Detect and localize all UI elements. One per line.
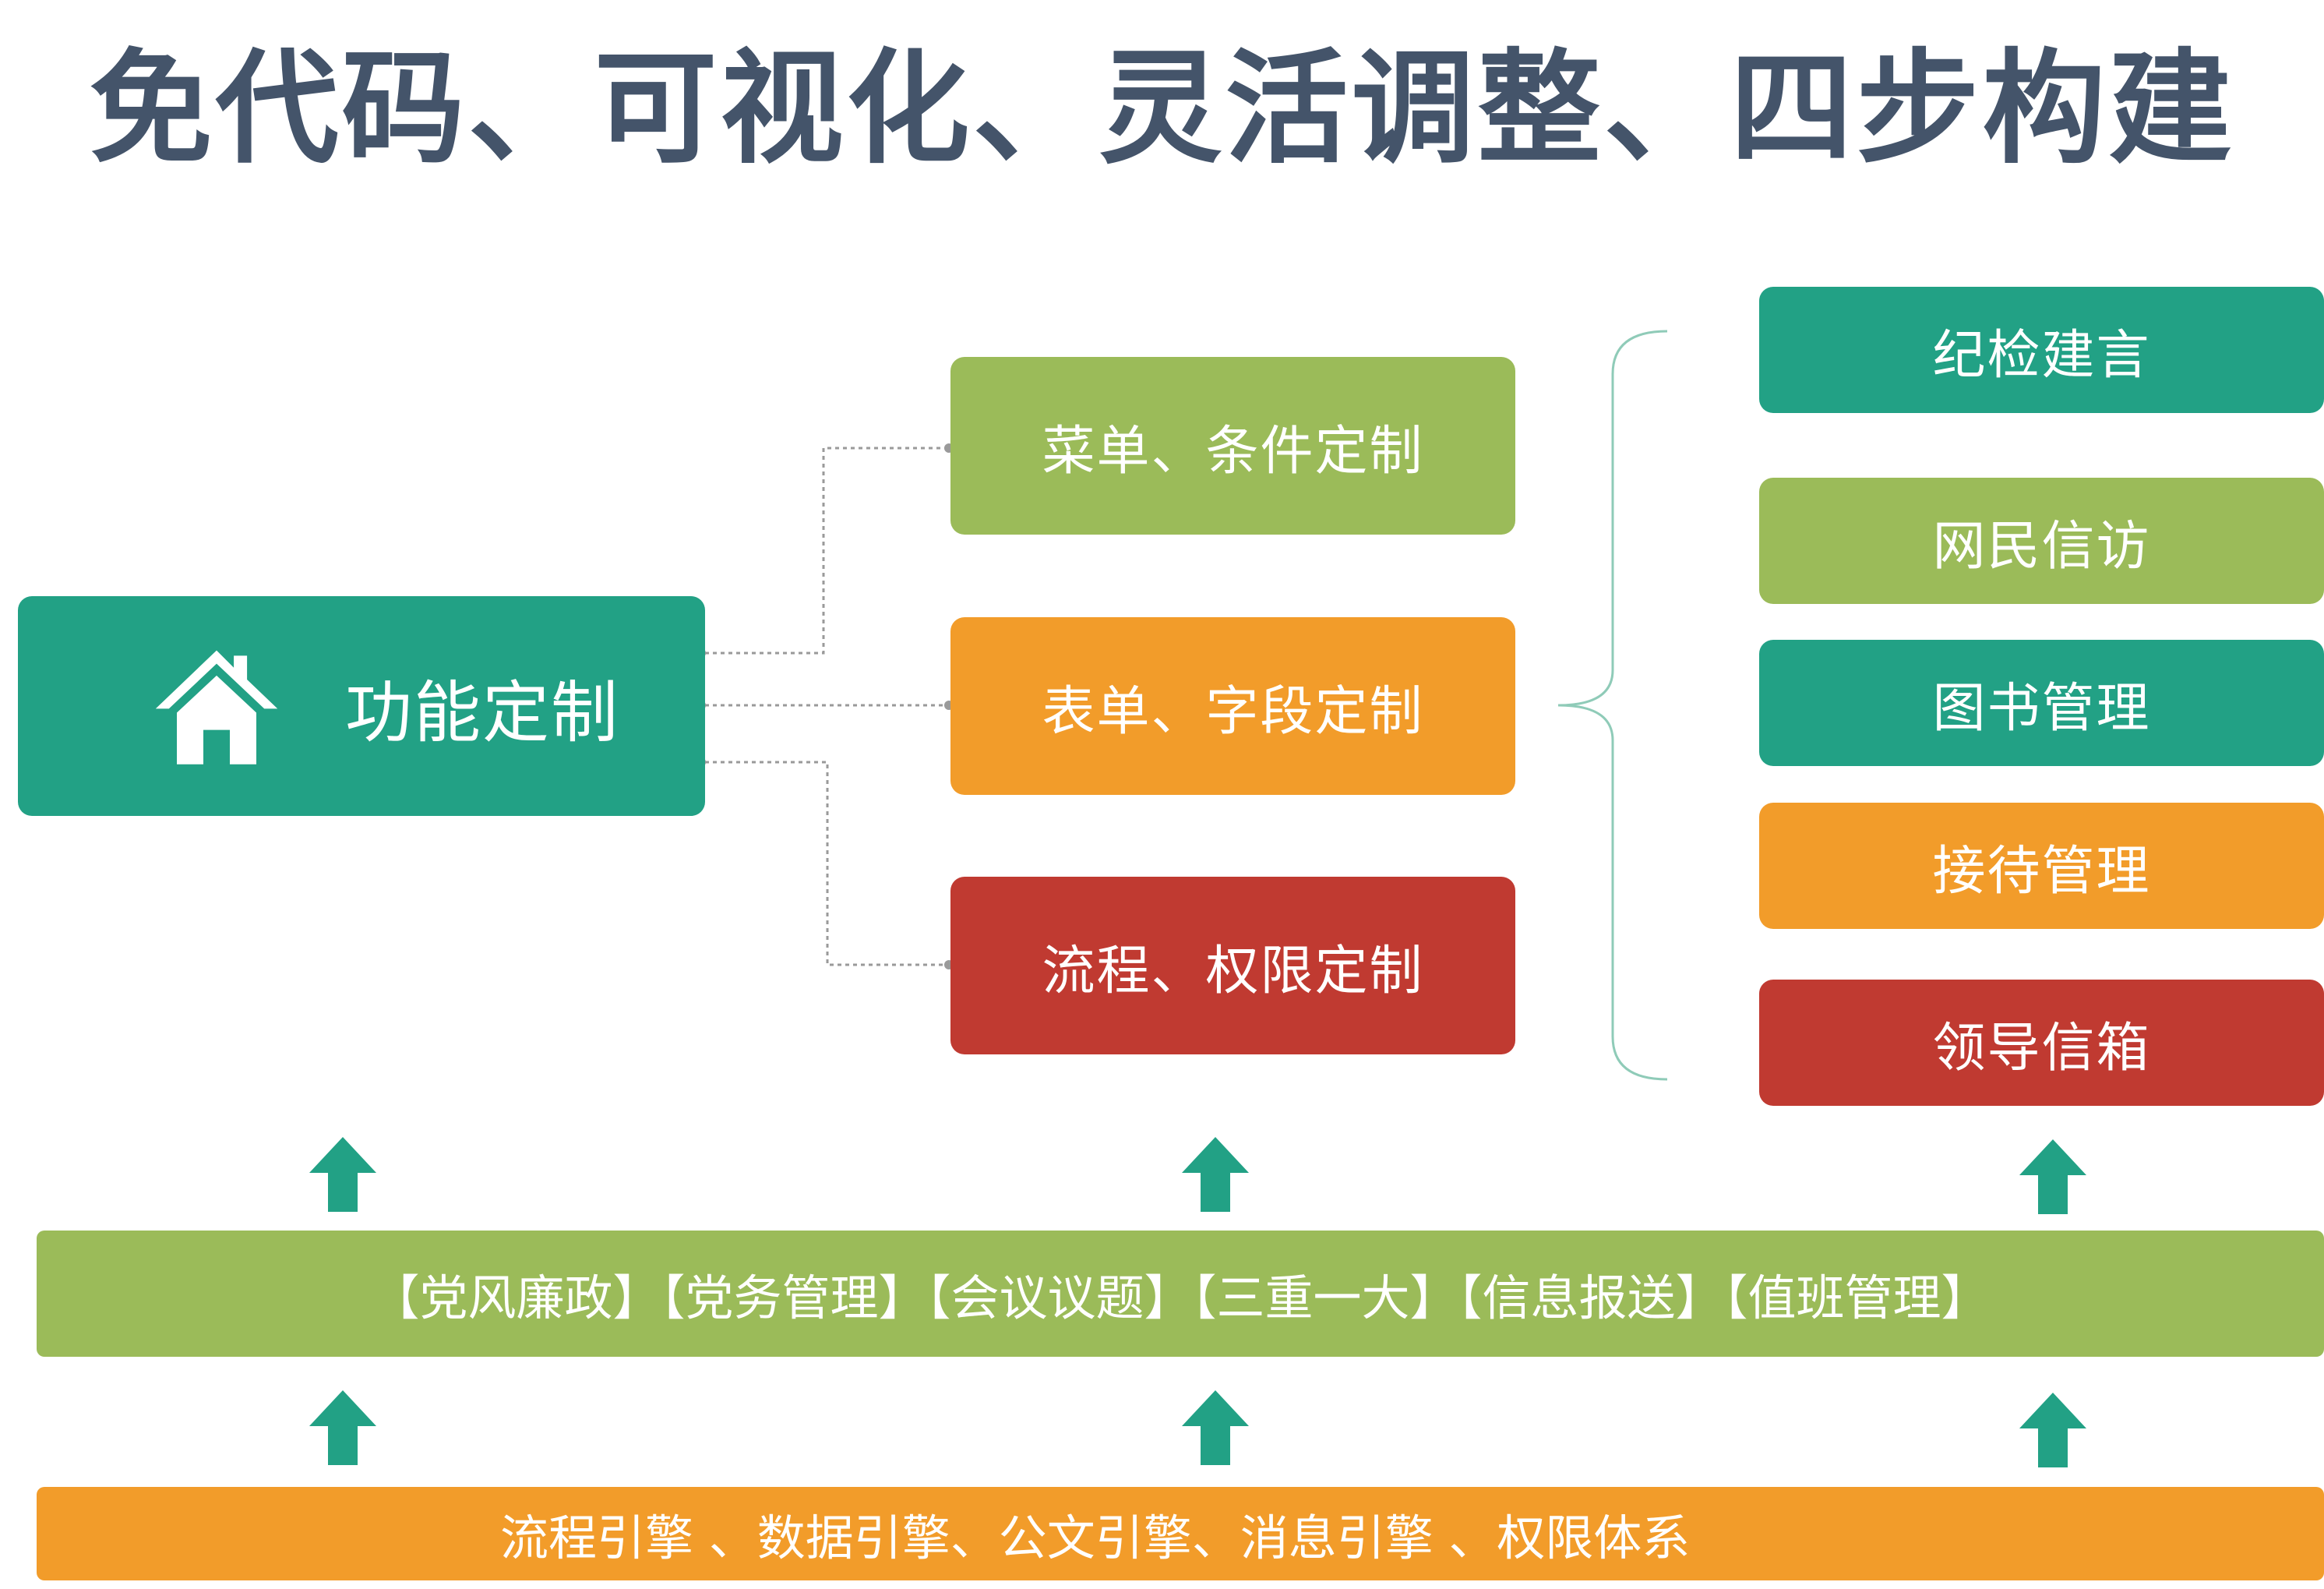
app-box-library[interactable]: 图书管理: [1759, 640, 2324, 766]
app-label-petition: 网民信访: [1932, 515, 2151, 577]
app-box-petition[interactable]: 网民信访: [1759, 478, 2324, 604]
modules-text: 【党风廉政】【党务管理】【会议议题】【三重一大】【信息报送】【值班管理】: [371, 1269, 1990, 1326]
up-arrow-icon: [309, 1390, 376, 1465]
engines-text: 流程引擎 、数据引擎、公文引擎、消息引擎 、权限体系: [500, 1510, 1691, 1566]
engines-band: 流程引擎 、数据引擎、公文引擎、消息引擎 、权限体系: [37, 1487, 2324, 1580]
form-field-box[interactable]: 表单、字段定制: [950, 617, 1515, 795]
app-label-mailbox: 领导信箱: [1932, 1017, 2151, 1079]
function-customization-box[interactable]: 功能定制: [18, 596, 705, 816]
app-label-library: 图书管理: [1932, 677, 2151, 740]
modules-band: 【党风廉政】【党务管理】【会议议题】【三重一大】【信息报送】【值班管理】: [37, 1231, 2324, 1357]
up-arrow-icon: [309, 1137, 376, 1212]
connector-to-menu: [705, 447, 950, 655]
up-arrow-icon: [1182, 1390, 1249, 1465]
function-customization-label: 功能定制: [345, 673, 619, 752]
flow-permission-label: 流程、权限定制: [1042, 940, 1424, 1002]
page-title: 免代码、可视化、灵活调整、四步构建: [89, 37, 2235, 181]
up-arrow-icon: [1182, 1137, 1249, 1212]
home-icon: [155, 650, 278, 764]
grouping-bracket: [1557, 330, 1668, 1081]
app-box-mailbox[interactable]: 领导信箱: [1759, 980, 2324, 1106]
flow-permission-box[interactable]: 流程、权限定制: [950, 877, 1515, 1054]
connector-to-flow: [705, 761, 950, 966]
form-field-label: 表单、字段定制: [1042, 680, 1424, 743]
app-box-discipline[interactable]: 纪检建言: [1759, 287, 2324, 413]
app-box-reception[interactable]: 接待管理: [1759, 803, 2324, 929]
app-label-discipline: 纪检建言: [1932, 324, 2151, 387]
up-arrow-icon: [2019, 1393, 2086, 1467]
menu-condition-label: 菜单、条件定制: [1042, 420, 1424, 482]
menu-condition-box[interactable]: 菜单、条件定制: [950, 357, 1515, 535]
app-label-reception: 接待管理: [1932, 840, 2151, 902]
up-arrow-icon: [2019, 1139, 2086, 1214]
